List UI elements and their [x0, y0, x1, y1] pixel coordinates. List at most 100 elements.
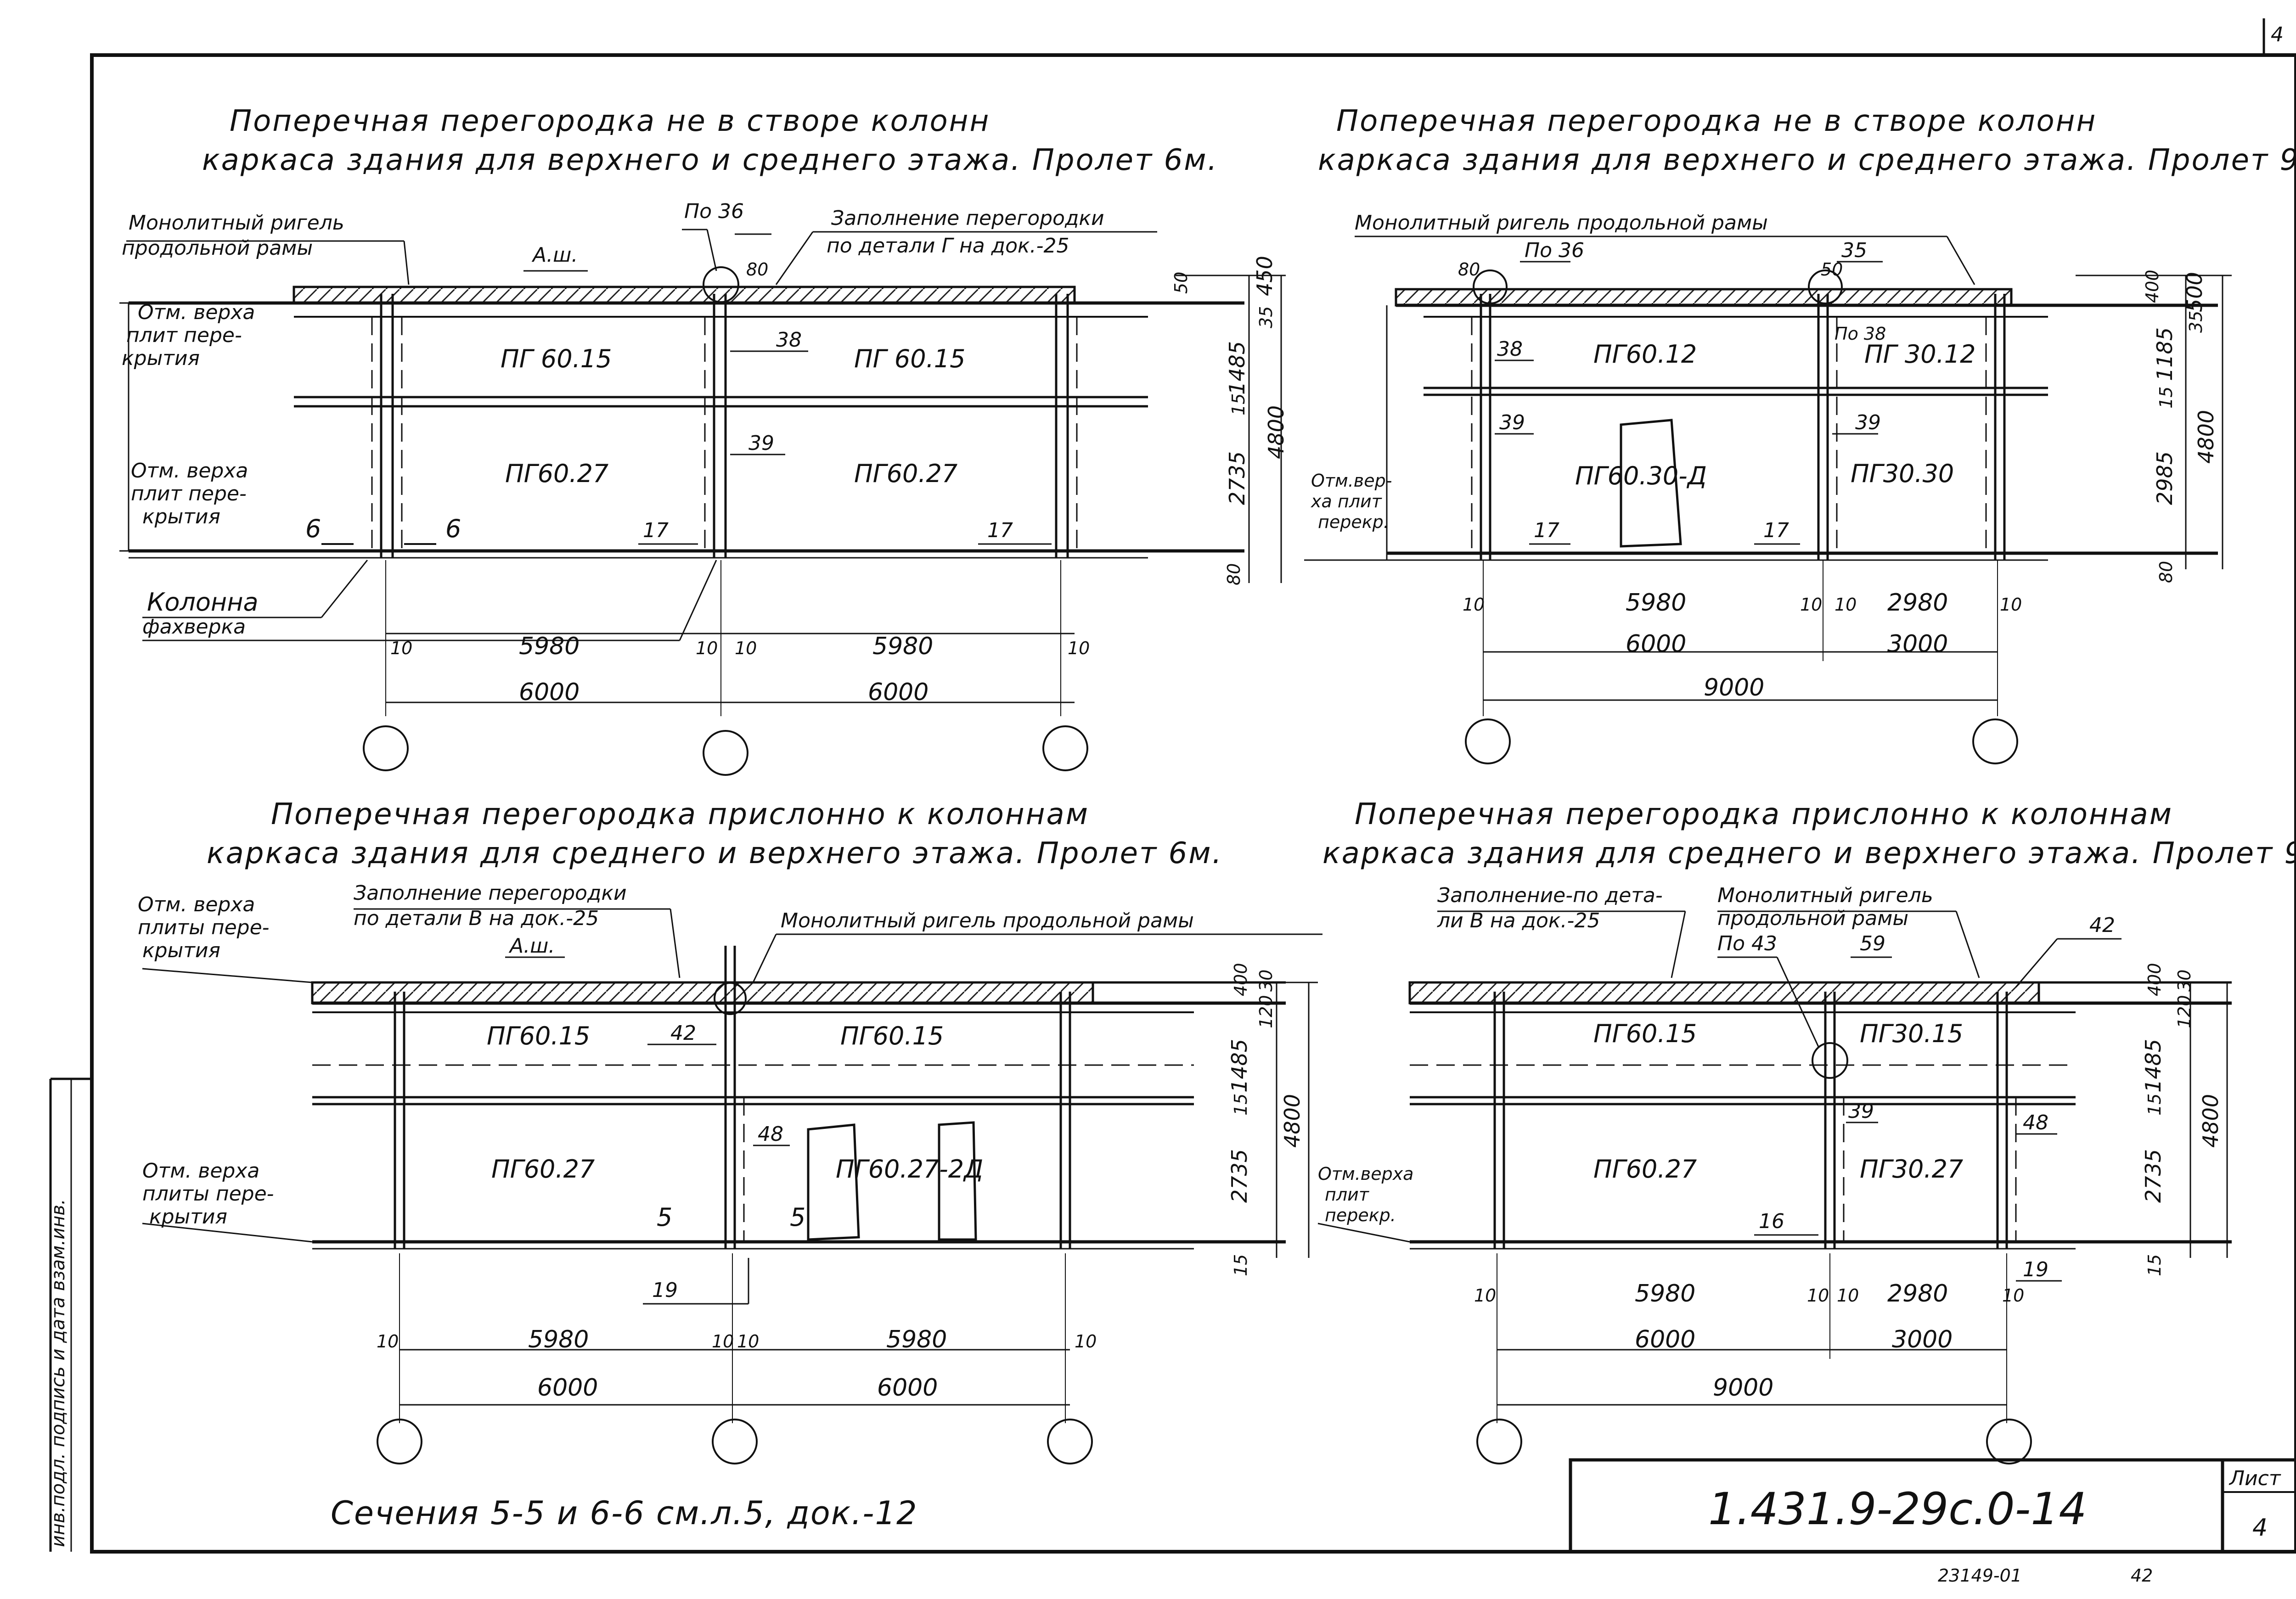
- view-3-span-6000a: 6000: [537, 1374, 598, 1402]
- view-2-span-6000: 6000: [1626, 630, 1686, 658]
- view-4-label-n48: 48: [2023, 1111, 2048, 1134]
- view-4-hdim-10a: 10: [1474, 1285, 1496, 1306]
- view-3-vdim-15b: 15: [1231, 1254, 1251, 1276]
- view-4-panel-upper-right: ПГ30.15: [1860, 1019, 1963, 1048]
- view-3-hdim-10b: 10: [712, 1331, 734, 1352]
- view-3-vdim-30: 30: [1256, 970, 1276, 992]
- view-4-vdim-2735: 2735: [2141, 1149, 2166, 1203]
- view-2-label-top1c: перекр.: [1318, 512, 1389, 532]
- view-1-vdim-15: 15: [1228, 393, 1249, 415]
- view-4-label-top1c: перекр.: [1325, 1205, 1396, 1225]
- view-3-title-line1: Поперечная перегородка прислонно к колон…: [271, 797, 1089, 831]
- view-4-title-line2: каркаса здания для среднего и верхнего э…: [1322, 836, 2296, 870]
- view-3-hdim-10c: 10: [737, 1331, 759, 1352]
- view-2-hdim-10d: 10: [2000, 595, 2022, 615]
- title-block: [1569, 1458, 2296, 1554]
- view-1-panel-lower-left: ПГ60.27: [505, 459, 608, 488]
- view-2-hdim-5980: 5980: [1626, 589, 1686, 617]
- stamp-designation: 1.431.9-29с.0-14: [1708, 1483, 2087, 1535]
- view-4-label-n16: 16: [1759, 1210, 1784, 1233]
- side-stamp: инв.подл. подпись и дата взам.инв.: [48, 1199, 69, 1547]
- view-2-label-n35: 35: [1841, 239, 1867, 262]
- view-4-panel-upper-left: ПГ60.15: [1593, 1019, 1697, 1048]
- view-1-label-top2a: Отм. верха: [131, 459, 248, 483]
- view-1-vdim-450: 450: [1252, 256, 1277, 296]
- view-4-label-fill2: ли В на док.-25: [1437, 909, 1600, 932]
- view-1-structure: [119, 229, 1286, 776]
- view-3-panel-lower-left: ПГ60.27: [491, 1155, 595, 1184]
- view-4-label-po43: По 43: [1717, 932, 1777, 955]
- view-3-hdim-5980a: 5980: [528, 1326, 589, 1353]
- view-2-panel-lower-right: ПГ30.30: [1851, 459, 1954, 488]
- view-1-panel-upper-left: ПГ 60.15: [501, 344, 612, 373]
- view-4-hdim-10d: 10: [2002, 1285, 2024, 1306]
- view-2-vdim-400: 400: [2142, 269, 2162, 303]
- view-1-hdim-10c: 10: [735, 638, 757, 658]
- view-2-label-n38: 38: [1497, 337, 1523, 361]
- view-1-vdim-4800: 4800: [1264, 405, 1289, 459]
- view-1-vdim-35: 35: [1256, 306, 1276, 328]
- view-2-panel-upper-right: ПГ 30.12: [1864, 340, 1975, 369]
- view-2: Поперечная перегородка не в створе колон…: [1304, 104, 2296, 764]
- view-4-label-rigel1: Монолитный ригель: [1717, 884, 1933, 907]
- view-3-vdim-2735: 2735: [1227, 1149, 1252, 1203]
- view-1-label-n17a: 17: [643, 519, 669, 542]
- view-2-label-n17b: 17: [1763, 519, 1789, 542]
- view-3-label-top1a: Отм. верха: [138, 893, 255, 916]
- view-1-hdim-10d: 10: [1068, 638, 1090, 658]
- view-4-hdim-2980: 2980: [1887, 1280, 1948, 1307]
- view-4-label-n39: 39: [1848, 1100, 1874, 1123]
- view-4-hdim-10c: 10: [1837, 1285, 1859, 1306]
- view-1-hdim-10b: 10: [696, 638, 718, 658]
- view-4-vdim-120: 120: [2174, 995, 2195, 1028]
- view-2-label-n50: 50: [1821, 259, 1843, 280]
- view-4-hdim-5980: 5980: [1635, 1280, 1695, 1307]
- view-1-title-line1: Поперечная перегородка не в створе колон…: [230, 104, 990, 138]
- view-1-span-6000b: 6000: [868, 679, 929, 706]
- view-1-vdim-2735: 2735: [1225, 451, 1249, 505]
- view-3-label-top2a: Отм. верха: [142, 1159, 259, 1183]
- view-4-vdim-1485: 1485: [2141, 1039, 2166, 1093]
- view-2-vdim-15: 15: [2156, 387, 2176, 409]
- view-1-panel-lower-right: ПГ60.27: [854, 459, 957, 488]
- view-2-hdim-10b: 10: [1800, 595, 1822, 615]
- view-2-vdim-500: 500: [2182, 272, 2207, 312]
- view-3-vdim-120: 120: [1256, 995, 1276, 1028]
- view-4-panel-lower-right: ПГ30.27: [1860, 1155, 1963, 1184]
- view-2-panel-upper-left: ПГ60.12: [1593, 340, 1697, 369]
- view-3-label-rigel: Монолитный ригель продольной рамы: [781, 909, 1194, 932]
- view-4-structure: [1317, 910, 2232, 1464]
- view-1-label-col1: Колонна: [147, 588, 259, 617]
- view-4-span-9000: 9000: [1713, 1374, 1773, 1402]
- archive-number: 23149-01: [1938, 1565, 2022, 1586]
- view-2-label-top1a: Отм.вер-: [1311, 471, 1392, 491]
- view-3-section-right: 5: [790, 1203, 805, 1232]
- view-3-panel-upper-left: ПГ60.15: [487, 1021, 590, 1050]
- view-1-title-line2: каркаса здания для верхнего и среднего э…: [202, 143, 1218, 177]
- view-1-vdim-80: 80: [1224, 563, 1244, 585]
- view-4-title-line1: Поперечная перегородка прислонно к колон…: [1355, 797, 2173, 831]
- view-1-label-top1c: крытия: [122, 347, 200, 370]
- archive-page: 42: [2131, 1565, 2153, 1586]
- view-3-label-n42: 42: [670, 1021, 696, 1045]
- view-2-structure: [1304, 236, 2232, 764]
- view-3-label-top2c: крытия: [149, 1205, 227, 1229]
- stamp-sheet-label: Лист: [2228, 1467, 2281, 1490]
- view-4-panel-lower-left: ПГ60.27: [1593, 1155, 1697, 1184]
- view-4-label-fill1: Заполнение-по дета-: [1437, 884, 1663, 907]
- view-1-vdim-1485: 1485: [1225, 341, 1249, 395]
- view-2-hdim-2980: 2980: [1887, 589, 1948, 617]
- view-1-label-top1a: Отм. верха: [138, 301, 255, 324]
- view-1-hdim-5980a: 5980: [519, 633, 580, 660]
- view-2-title-line1: Поперечная перегородка не в створе колон…: [1336, 104, 2097, 138]
- view-2-vdim-4800: 4800: [2194, 410, 2218, 464]
- view-2-panel-lower-left: ПГ60.30-Д: [1575, 461, 1707, 490]
- view-3-label-n48: 48: [758, 1122, 783, 1146]
- view-1-hdim-5980b: 5980: [872, 633, 933, 660]
- view-3-label-top1b: плиты пере-: [138, 916, 270, 939]
- view-1-label-fill2: по детали Г на док.-25: [827, 234, 1069, 258]
- view-1-label-po36: По 36: [684, 200, 744, 223]
- view-4-label-top1b: плит: [1325, 1184, 1370, 1205]
- view-3-section-left: 5: [657, 1203, 672, 1232]
- view-1-label-ash: А.ш.: [531, 243, 578, 267]
